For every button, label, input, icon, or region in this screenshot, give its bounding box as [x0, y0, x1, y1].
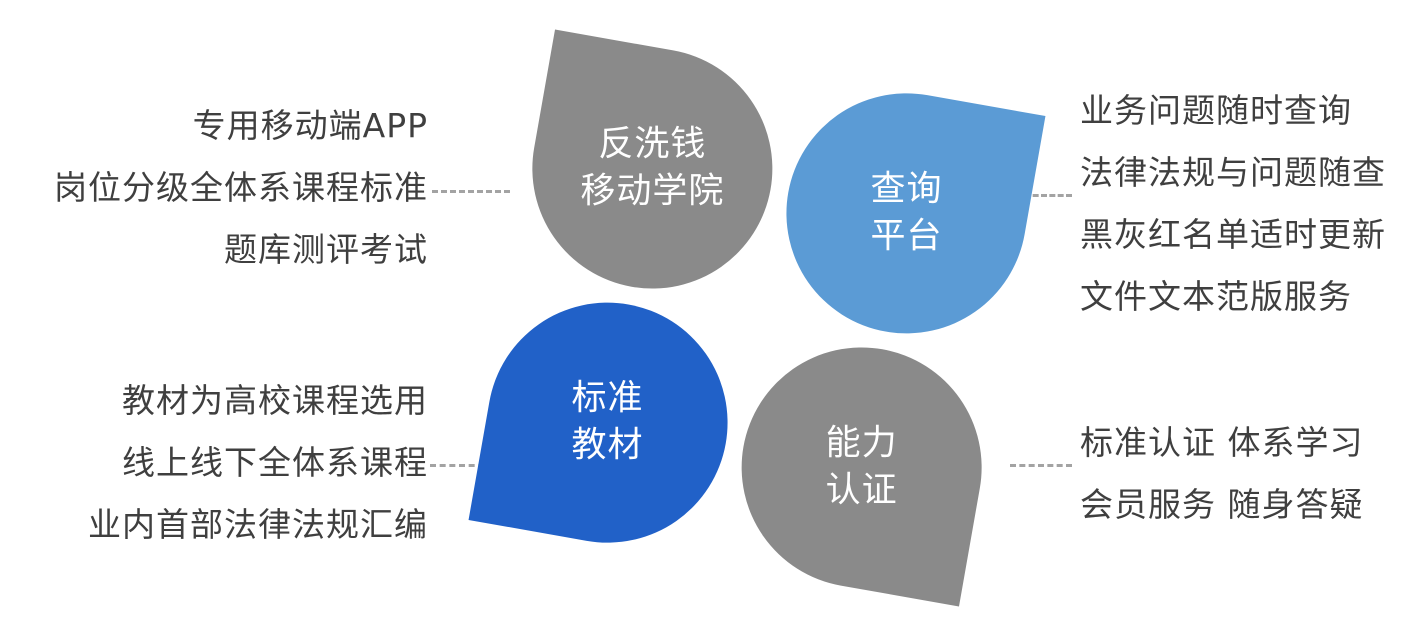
- petal-label-line: 标准: [571, 378, 644, 419]
- annotation-line: 题库测评考试: [224, 230, 428, 269]
- petal-label-line: 认证: [825, 470, 898, 511]
- petal-label-line: 移动学院: [580, 171, 725, 212]
- annotation-line: 会员服务 随身答疑: [1080, 485, 1364, 524]
- petal-label-line: 反洗钱: [598, 124, 707, 165]
- annotation-line: 文件文本范版服务: [1080, 277, 1352, 316]
- petal-query-platform: 查询 平台: [767, 74, 1046, 353]
- annotation-line: 教材为高校课程选用: [122, 381, 428, 420]
- petal-standard-textbook: 标准 教材: [468, 283, 747, 562]
- annotation-line: 标准认证 体系学习: [1080, 423, 1364, 462]
- connector-line-mobile-academy: [432, 190, 510, 193]
- annotation-line: 业内首部法律法规汇编: [88, 505, 428, 544]
- petal-cluster: 反洗钱 移动学院 查询 平台 标准 教材 能力 认证: [468, 29, 1046, 607]
- annotation-block-query-platform: 业务问题随时查询 法律法规与问题随查 黑灰红名单适时更新 文件文本范版服务: [1080, 80, 1386, 328]
- annotation-line: 线上线下全体系课程: [122, 443, 428, 482]
- annotation-line: 岗位分级全体系课程标准: [54, 168, 428, 207]
- petal-capability-certification: 能力 认证: [722, 328, 1001, 607]
- petal-label: 反洗钱 移动学院: [580, 122, 724, 216]
- petal-label-line: 能力: [825, 423, 898, 464]
- connector-line-query-platform: [1016, 194, 1072, 197]
- annotation-line: 业务问题随时查询: [1080, 91, 1352, 130]
- petal-label-line: 教材: [571, 425, 644, 466]
- annotation-line: 法律法规与问题随查: [1080, 153, 1386, 192]
- petal-label-line: 查询: [870, 169, 943, 210]
- petal-label-line: 平台: [870, 216, 943, 257]
- annotation-line: 黑灰红名单适时更新: [1080, 215, 1386, 254]
- petal-label: 标准 教材: [572, 376, 644, 470]
- annotation-block-capability-certification: 标准认证 体系学习 会员服务 随身答疑: [1080, 412, 1364, 536]
- connector-line-standard-textbook: [430, 464, 494, 467]
- annotation-block-standard-textbook: 教材为高校课程选用 线上线下全体系课程 业内首部法律法规汇编: [18, 370, 428, 556]
- annotation-block-mobile-academy: 专用移动端APP 岗位分级全体系课程标准 题库测评考试: [18, 95, 428, 281]
- connector-line-capability-certification: [1010, 464, 1072, 467]
- petal-label: 能力 认证: [826, 420, 898, 514]
- annotation-line: 专用移动端APP: [192, 106, 428, 145]
- petal-mobile-academy: 反洗钱 移动学院: [513, 29, 792, 308]
- petal-label: 查询 平台: [870, 166, 942, 260]
